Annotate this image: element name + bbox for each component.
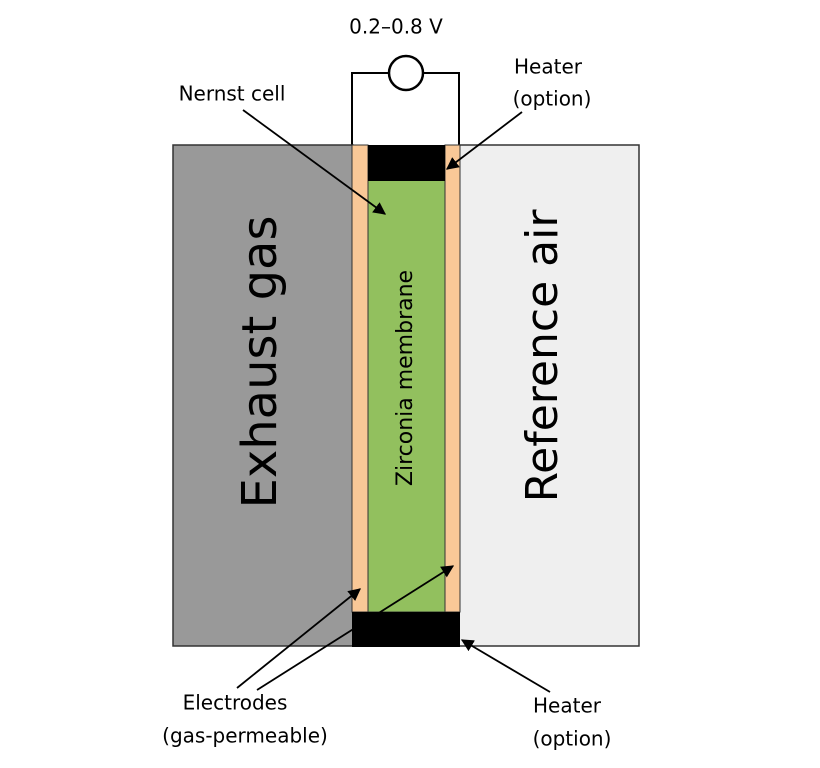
voltmeter-icon: [387, 54, 425, 92]
heater-bottom-arrow: [460, 639, 551, 693]
heater-top: [368, 145, 445, 181]
electrode-right: [444, 144, 461, 613]
nernst-cell-label: Nernst cell: [179, 82, 286, 106]
electrodes-label-line2: (gas-permeable): [162, 724, 328, 748]
voltage-label: 0.2–0.8 V: [349, 15, 443, 39]
reference-air-chamber: [458, 144, 640, 647]
heater-bottom-label-line1: Heater: [533, 694, 602, 718]
electrodes-label-line1: Electrodes: [183, 691, 288, 715]
heater-top-label-line1: Heater: [514, 55, 583, 79]
heater-top-arrow: [445, 111, 523, 170]
heater-bottom: [352, 612, 460, 647]
reference-air-label: Reference air: [517, 209, 568, 503]
nernst-cell-arrow: [242, 109, 387, 215]
exhaust-gas-label: Exhaust gas: [232, 216, 288, 509]
electrode-left-arrow: [236, 588, 361, 689]
exhaust-gas-chamber: [172, 144, 354, 647]
heater-top-label-line2: (option): [513, 87, 592, 111]
electrode-left: [351, 144, 369, 613]
electrode-right-arrow: [256, 565, 455, 691]
membrane-label: Zirconia membrane: [393, 270, 418, 486]
heater-bottom-label-line2: (option): [533, 727, 612, 751]
